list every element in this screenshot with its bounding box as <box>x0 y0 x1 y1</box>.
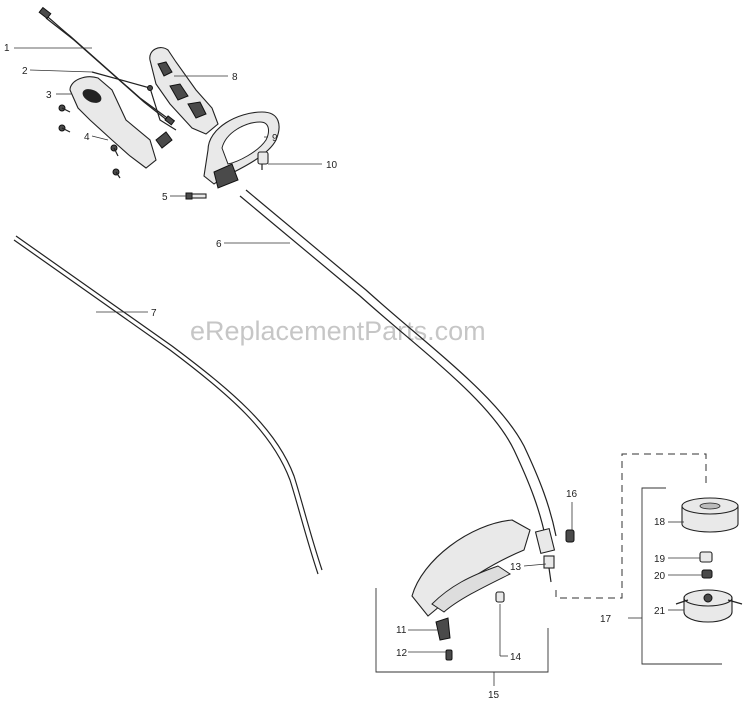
shield-screw-part <box>445 649 453 661</box>
clamp-screw-part <box>565 529 575 543</box>
screw-icon <box>58 104 71 113</box>
part-label-14: 14 <box>510 652 522 663</box>
debris-shield-part <box>411 519 531 641</box>
flex-drive-cable-part <box>13 235 323 575</box>
part-label-8: 8 <box>232 72 238 83</box>
throttle-wire-part <box>91 71 177 131</box>
eyelet-part <box>701 569 713 579</box>
shield-bolt-part <box>495 591 505 603</box>
part-label-9: 9 <box>272 133 278 144</box>
screw-icon <box>110 144 119 157</box>
handle-housing-right-part <box>149 47 219 149</box>
assembly-bracket-17 <box>628 487 722 665</box>
part-label-1: 1 <box>4 43 10 54</box>
part-label-7: 7 <box>151 308 157 319</box>
part-label-16: 16 <box>566 489 578 500</box>
bolt-part <box>185 192 207 200</box>
screw-icon <box>112 168 121 179</box>
handle-knob-part <box>257 151 269 170</box>
assembly-connector <box>555 453 707 599</box>
watermark: eReplacementParts.com <box>190 316 486 346</box>
part-label-3: 3 <box>46 90 52 101</box>
drive-shaft-tube-part <box>239 189 557 583</box>
part-label-11: 11 <box>396 625 407 636</box>
part-label-13: 13 <box>510 562 522 573</box>
part-label-5: 5 <box>162 192 168 203</box>
part-label-18: 18 <box>654 517 666 528</box>
part-label-17: 17 <box>600 614 612 625</box>
part-labels: 1 2 3 4 5 6 7 8 9 10 11 12 13 14 15 16 1… <box>4 43 666 701</box>
assembly-bracket-15 <box>375 588 549 686</box>
part-label-21: 21 <box>654 606 666 617</box>
spool-cap-part <box>681 497 739 533</box>
part-label-10: 10 <box>326 160 338 171</box>
throttle-cable-part <box>38 6 176 126</box>
spool-head-icon <box>675 589 743 623</box>
part-label-12: 12 <box>396 648 408 659</box>
spring-part <box>699 551 713 563</box>
screw-icon <box>58 124 71 133</box>
part-label-4: 4 <box>84 132 90 143</box>
part-label-20: 20 <box>654 571 666 582</box>
part-label-15: 15 <box>488 690 500 701</box>
leader-lines <box>14 47 702 657</box>
loop-handle-part <box>203 111 280 189</box>
part-label-2: 2 <box>22 66 28 77</box>
handle-screws-part <box>58 104 121 179</box>
part-label-6: 6 <box>216 239 222 250</box>
part-label-19: 19 <box>654 554 666 565</box>
handle-housing-left-part <box>69 76 157 169</box>
